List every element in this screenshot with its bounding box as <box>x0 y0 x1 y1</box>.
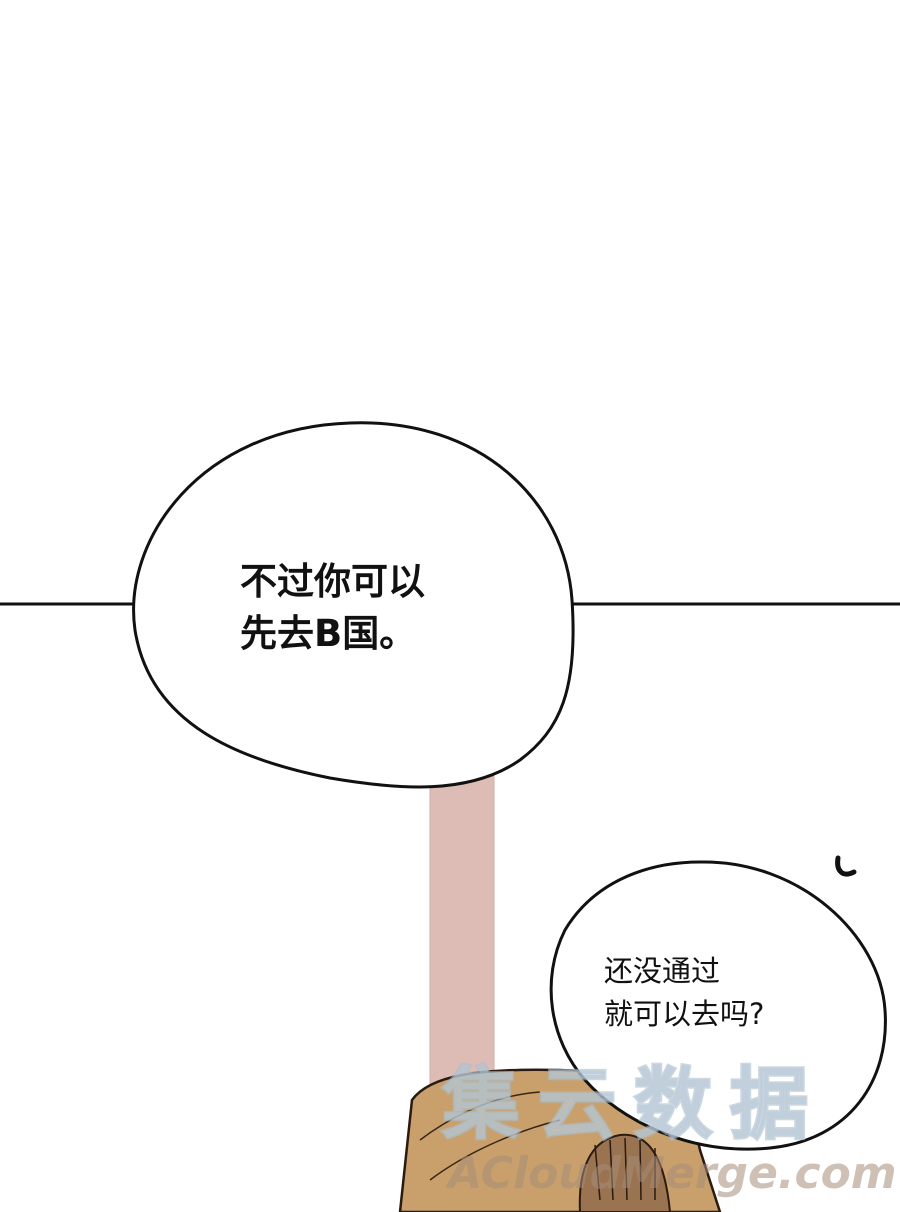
bubble-2-text: 还没通过 就可以去吗? <box>604 950 764 1036</box>
bubble-1-line-1: 不过你可以 <box>240 560 425 603</box>
watermark-cn: 集云数据 <box>440 1059 827 1152</box>
bubble-2-line-2: 就可以去吗? <box>604 997 765 1031</box>
speech-bubble-2 <box>549 860 887 1151</box>
bubble-2-line-1: 还没通过 <box>604 954 721 988</box>
bubble-1-line-2: 先去B国。 <box>240 612 417 655</box>
watermark-en: ACloudMerge.com <box>448 1148 897 1199</box>
emphasis-mark-icon <box>835 855 857 877</box>
bubble-1-text: 不过你可以 先去B国。 <box>240 556 425 660</box>
character-bangs <box>578 1133 672 1212</box>
speech-bubble-1 <box>132 421 575 789</box>
